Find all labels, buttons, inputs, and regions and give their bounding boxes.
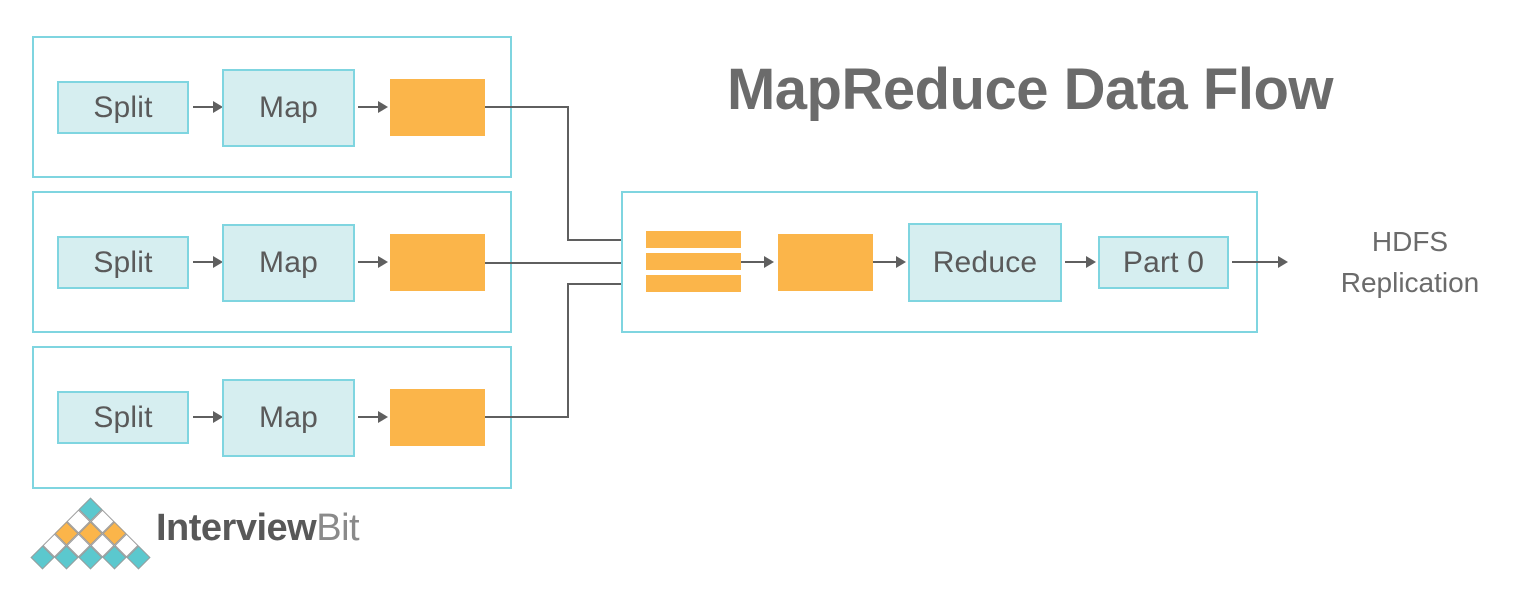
arrowhead-map-to-output-3 xyxy=(378,411,388,423)
connector-part-to-hdfs xyxy=(1232,261,1280,263)
split-label-1: Split xyxy=(93,90,153,124)
arrowhead-split-to-map-1 xyxy=(213,101,223,113)
arrowhead-shuffle-to-merge xyxy=(764,256,774,268)
logo-text-strong: Interview xyxy=(156,507,317,549)
part-output-box: Part 0 xyxy=(1098,236,1229,289)
split-box-3: Split xyxy=(57,391,189,444)
map-box-1: Map xyxy=(222,69,355,147)
arrowhead-reduce-to-part xyxy=(1086,256,1096,268)
route-3-vertical-up xyxy=(567,283,569,418)
interviewbit-logo: InterviewBit xyxy=(30,497,360,570)
route-1-horizontal-out xyxy=(485,106,569,108)
page-title: MapReduce Data Flow xyxy=(726,57,1334,122)
reduce-label: Reduce xyxy=(932,245,1038,279)
connector-split-to-map-1 xyxy=(193,106,215,108)
hdfs-replication-label: HDFS Replication xyxy=(1300,222,1520,303)
arrowhead-split-to-map-2 xyxy=(213,256,223,268)
map-output-block-3 xyxy=(390,389,485,446)
interviewbit-logo-mark-icon xyxy=(30,497,151,570)
connector-map-to-output-3 xyxy=(358,416,380,418)
arrowhead-map-to-output-1 xyxy=(378,101,388,113)
connector-map-to-output-2 xyxy=(358,261,380,263)
part-label: Part 0 xyxy=(1122,245,1205,279)
logo-text-light: Bit xyxy=(316,507,360,549)
merged-data-block xyxy=(778,234,873,291)
map-box-3: Map xyxy=(222,379,355,457)
split-label-2: Split xyxy=(93,245,153,279)
map-output-block-2 xyxy=(390,234,485,291)
split-label-3: Split xyxy=(93,400,153,434)
hdfs-label-line-1: HDFS xyxy=(1371,226,1449,257)
arrowhead-map-to-output-2 xyxy=(378,256,388,268)
reduce-box: Reduce xyxy=(908,223,1062,302)
shuffle-bar-3 xyxy=(646,275,741,292)
arrowhead-part-to-hdfs xyxy=(1278,256,1288,268)
connector-merge-to-reduce xyxy=(873,261,898,263)
route-1-horizontal-in xyxy=(567,239,634,241)
map-label-3: Map xyxy=(259,401,318,434)
shuffle-bar-2 xyxy=(646,253,741,270)
arrowhead-split-to-map-3 xyxy=(213,411,223,423)
split-box-2: Split xyxy=(57,236,189,289)
route-1-vertical-down xyxy=(567,106,569,241)
interviewbit-wordmark: InterviewBit xyxy=(156,507,360,549)
connector-shuffle-to-merge xyxy=(741,261,766,263)
arrowhead-merge-to-reduce xyxy=(896,256,906,268)
map-output-block-1 xyxy=(390,79,485,136)
shuffle-bar-1 xyxy=(646,231,741,248)
connector-split-to-map-2 xyxy=(193,261,215,263)
connector-reduce-to-part xyxy=(1065,261,1088,263)
hdfs-label-line-2: Replication xyxy=(1340,266,1480,298)
split-box-1: Split xyxy=(57,81,189,134)
connector-map-to-output-1 xyxy=(358,106,380,108)
route-3-horizontal-in xyxy=(567,283,634,285)
route-3-horizontal-out xyxy=(485,416,569,418)
connector-split-to-map-3 xyxy=(193,416,215,418)
map-label-2: Map xyxy=(259,246,318,279)
route-2-horizontal xyxy=(485,262,634,264)
map-box-2: Map xyxy=(222,224,355,302)
map-label-1: Map xyxy=(259,91,318,124)
